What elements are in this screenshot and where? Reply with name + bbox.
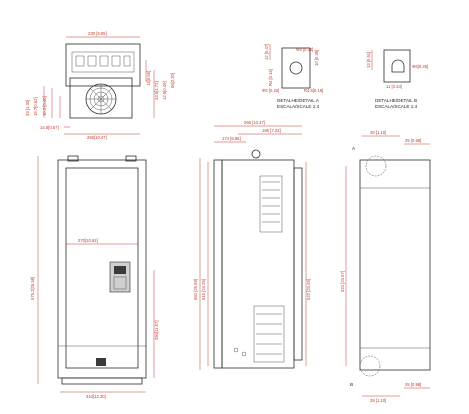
dim-side-left: 174 [6.85] <box>222 136 241 141</box>
detail-a-scale: ESCALA/SCALE 1:4 <box>277 104 320 109</box>
callout-a-label: A <box>352 146 356 151</box>
dim-det-b3: 11 [0.43] <box>386 84 402 89</box>
dim-back-h: 624 [24.57] <box>340 271 345 292</box>
top-view-terminal-block <box>71 51 135 73</box>
dim-side-top2: 186 [7.32] <box>262 128 281 133</box>
back-view-body <box>359 159 431 371</box>
dim-back-bot1: 28 [1.10] <box>370 398 386 403</box>
dim-top-h6: 12.5[0.49] <box>162 81 167 100</box>
dim-top-h1: 15.7[0.62] <box>33 97 38 116</box>
dim-det-b1: 13 [0.51] <box>366 52 371 68</box>
dim-side-h1: 650 [25.59] <box>193 279 198 300</box>
dim-top-h5: 43.6[1.72] <box>154 81 159 100</box>
detail-b: 13 [0.51] Φ6[0.25] 11 [0.43] DETALHE/DET… <box>366 49 428 109</box>
dim-front-lower: 294[11.57] <box>154 321 159 340</box>
dim-det-a4: R4 [0.16] <box>268 69 273 86</box>
dim-det-a5: Φ5 [0.20] <box>262 88 279 93</box>
top-view-lower-body <box>69 77 133 119</box>
dim-top-left: 14.5[0.57] <box>40 125 59 130</box>
side-vent-upper <box>259 175 283 233</box>
front-view: 270[10.62] 310[12.20] 675.2[26.58] 294[1… <box>30 155 159 399</box>
dim-top-width: 230 [9.05] <box>88 31 107 36</box>
dim-back-top2: 25 [0.98] <box>405 138 421 143</box>
detail-b-scale: ESCALA/SCALE 1:4 <box>375 104 418 109</box>
dim-top-base: 266[10.47] <box>87 135 107 140</box>
top-view: 230 [9.05] 266[10.47] 14.5[0.57] 33 [1.3… <box>25 31 175 140</box>
dim-det-b2: Φ6[0.25] <box>412 64 428 69</box>
back-view: A B 28 [1.10] 25 [0.98] 624 [24.57] 28 [… <box>340 130 431 403</box>
vent-icon <box>96 358 106 366</box>
detail-a-callout <box>365 155 387 177</box>
dim-back-bot2: 25 [0.98] <box>405 382 421 387</box>
callout-b-label: B <box>350 382 353 387</box>
dim-front-bottom: 310[12.20] <box>86 394 106 399</box>
detail-b-slot-icon <box>391 59 405 73</box>
dim-side-top: 266 [10.47] <box>244 120 265 125</box>
detail-b-title: DETALHE/DETAIL B <box>375 98 417 103</box>
dim-top-h2: 33 [1.30] <box>25 100 30 116</box>
detail-a-title: DETALHE/DETAIL A <box>277 98 320 103</box>
dim-det-a6: R4.5[0.18] <box>304 88 323 93</box>
dim-top-h7: 56[2.20] <box>170 73 175 88</box>
dim-front-inner: 270[10.62] <box>78 238 98 243</box>
top-view-upper-body <box>65 43 141 87</box>
dim-back-top1: 28 [1.10] <box>370 130 386 135</box>
dim-det-a3: 10 [0.39] <box>314 50 319 66</box>
detail-b-callout <box>359 355 381 377</box>
front-view-body <box>57 159 147 379</box>
dim-side-h2: 616 [24.25] <box>201 279 206 300</box>
dim-top-h3: 10.3 [0.40] <box>42 96 47 116</box>
lifting-eye-icon <box>251 149 261 159</box>
dim-top-h4: 14[0.55] <box>146 71 151 86</box>
dim-det-a2: Φ8 [0.32] <box>296 47 313 52</box>
detail-a-hole-icon <box>289 61 303 75</box>
side-view: 266 [10.47] 186 [7.32] 174 [6.85] 650 [2… <box>193 120 311 370</box>
side-vent-lower <box>253 305 285 363</box>
dim-det-a1: 12 [0.47] <box>264 44 269 60</box>
dim-side-h3: 622 [24.49] <box>306 279 311 300</box>
detail-a: 12 [0.47] Φ8 [0.32] 10 [0.39] R4 [0.16] … <box>262 44 323 109</box>
dim-front-height: 675.2[26.58] <box>30 277 35 300</box>
side-view-body <box>221 159 295 369</box>
